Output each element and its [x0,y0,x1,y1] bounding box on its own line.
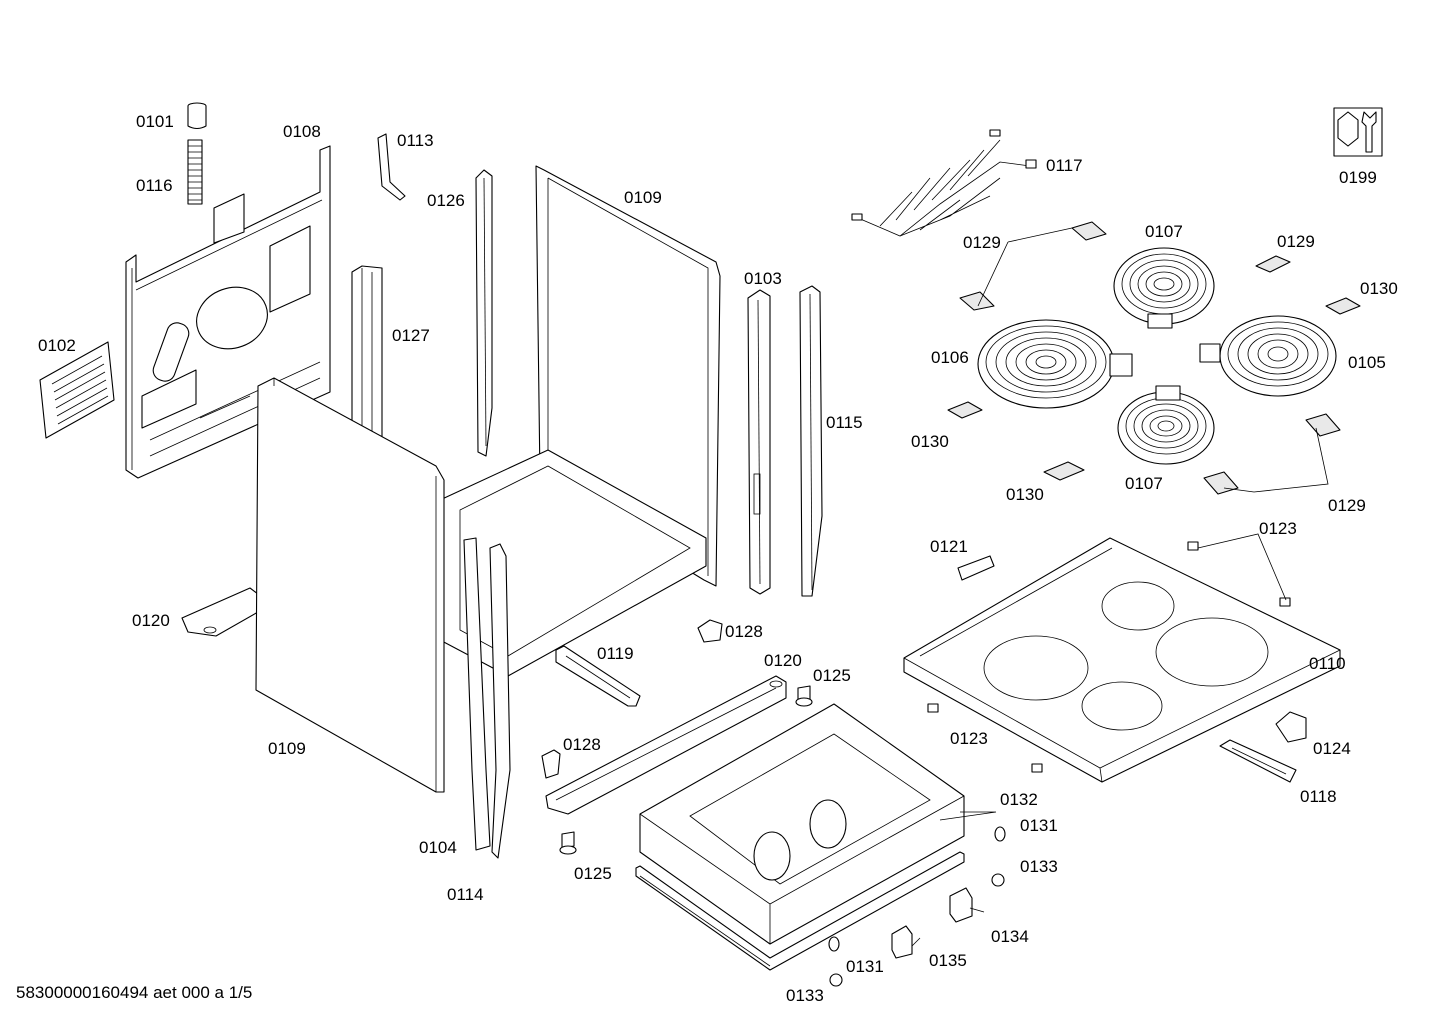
part-0120-rail-right [545,675,787,815]
part-0118-terminal [1219,739,1297,783]
label-0130-b: 0130 [911,432,949,451]
label-0116: 0116 [136,176,173,195]
part-0103-rail [747,289,771,595]
label-0132: 0132 [1000,790,1038,809]
label-0106: 0106 [931,348,969,367]
part-0133-screw-upper [991,873,1005,887]
part-0119-rail [555,645,641,707]
part-0113-bracket [377,133,406,201]
part-0123-clip-d [1031,763,1043,773]
callout-labels: 0101 0116 0108 0102 0113 0126 0127 0109 … [38,112,1398,1005]
label-0128-upper: 0128 [725,622,763,641]
label-0124: 0124 [1313,739,1351,758]
label-0107-bottom: 0107 [1125,474,1163,493]
part-0129-clip-a [1071,221,1107,241]
label-0101: 0101 [136,112,174,131]
part-0105-heating-element-right [1199,315,1337,397]
label-0134: 0134 [991,927,1029,946]
part-0102-vent-grill [39,341,115,439]
label-0127: 0127 [392,326,430,345]
label-0118: 0118 [1300,787,1337,806]
part-0116-tube [187,139,203,205]
label-0102: 0102 [38,336,76,355]
part-0114-rail [489,543,511,859]
label-0120-right: 0120 [764,651,802,670]
label-0110: 0110 [1309,654,1346,673]
part-0109-side-panel-front [255,377,445,793]
label-0129-c: 0129 [1328,496,1366,515]
label-0113: 0113 [397,131,434,150]
label-0125-lower: 0125 [574,864,612,883]
part-0121-connector [957,555,995,581]
document-reference: 58300000160494 aet 000 a 1/5 [16,983,252,1002]
label-0117: 0117 [1046,156,1083,175]
part-0127-rail [351,265,383,447]
label-0131-upper: 0131 [1020,816,1058,835]
wrench-icon [1333,107,1383,157]
label-0108: 0108 [283,122,321,141]
label-0130-c: 0130 [1006,485,1044,504]
part-0126-rail [475,169,493,457]
label-0133-lower: 0133 [786,986,824,1005]
label-0120-left: 0120 [132,611,170,630]
label-0129-b: 0129 [1277,232,1315,251]
label-0130-a: 0130 [1360,279,1398,298]
label-0123-a: 0123 [1259,519,1297,538]
part-0125-foot-lower [559,831,577,855]
label-0115: 0115 [826,413,863,432]
part-0107-heating-element-top [1113,247,1215,329]
part-0123-clip-a [1187,541,1199,551]
label-0114: 0114 [447,885,484,904]
part-0129-clip-c [1255,255,1291,273]
label-0119: 0119 [597,644,634,663]
label-0109-front: 0109 [268,739,306,758]
label-0103: 0103 [744,269,782,288]
part-0124-sensor [1275,711,1307,743]
part-0133-screw-lower [829,973,843,987]
label-0107-top: 0107 [1145,222,1183,241]
part-0134-bracket [949,887,973,923]
label-0129-a: 0129 [963,233,1001,252]
part-0101-cap [187,102,207,130]
label-0199: 0199 [1339,168,1377,187]
part-0123-clip-b [1279,597,1291,607]
label-0135: 0135 [929,951,967,970]
part-0107-heating-element-bottom [1117,385,1215,465]
part-0128-clip-lower [541,749,561,779]
part-0104-rail [463,537,491,851]
label-0105: 0105 [1348,353,1386,372]
part-0132-base-frame [635,703,965,971]
part-0117-wiring-harness [851,129,1037,237]
label-0133-upper: 0133 [1020,857,1058,876]
part-0108-back-panel [125,145,331,479]
label-0131-lower: 0131 [846,957,884,976]
part-0125-foot-upper [795,685,813,707]
label-0121: 0121 [930,537,968,556]
part-0120-rail-left [181,587,259,637]
part-0129-clip-e [1203,471,1239,495]
part-0123-clip-c [927,703,939,713]
part-0129-clip-d [1305,413,1341,437]
label-0109-rear: 0109 [624,188,662,207]
part-0131-washer-upper [994,826,1006,842]
label-0126: 0126 [427,191,465,210]
label-0125-upper: 0125 [813,666,851,685]
part-0131-washer-lower [828,936,840,952]
part-0106-heating-element-large [977,319,1133,409]
part-0110-ceramic-hob [903,537,1341,783]
label-0128-lower: 0128 [563,735,601,754]
part-0130-clip-c [1043,461,1085,481]
part-0129-clip-b [959,291,995,311]
part-0128-clip-upper [697,619,723,643]
label-0123-b: 0123 [950,729,988,748]
label-0104: 0104 [419,838,457,857]
part-0115-rail [799,285,823,597]
part-0135-bracket [891,925,913,959]
part-0130-clip-b [947,401,983,419]
leader-lines [911,227,1329,947]
part-0130-clip-a [1325,297,1361,315]
